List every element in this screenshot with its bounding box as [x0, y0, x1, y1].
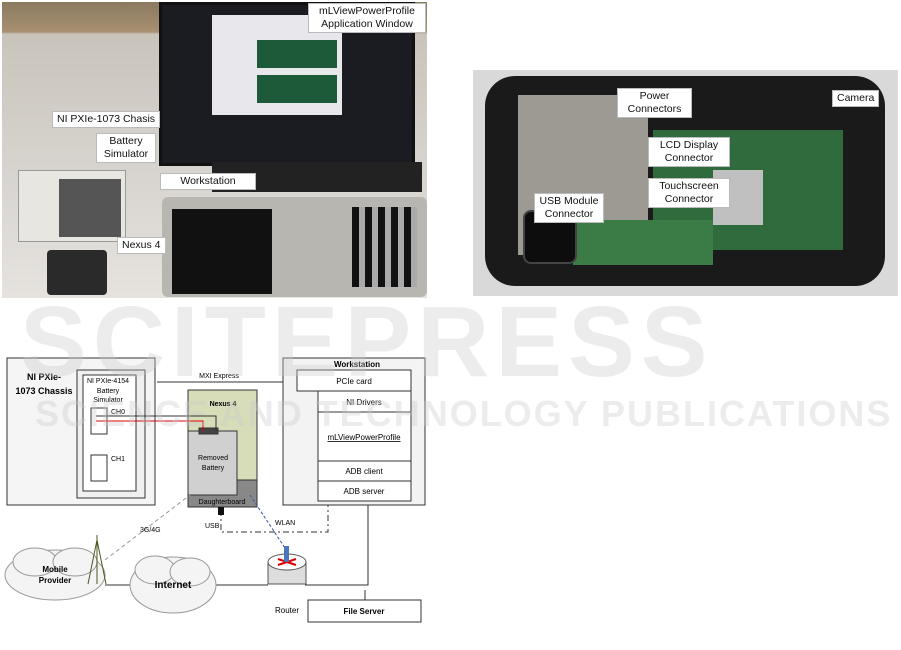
- battery-label-1: Removed: [198, 455, 228, 462]
- architecture-diagram: NI PXIe- 1073 Chassis NI PXIe-4154 Batte…: [4, 357, 426, 623]
- wlan-label: WLAN: [275, 520, 295, 527]
- label-lcd-connector: LCD Display Connector: [648, 137, 730, 167]
- mobile-provider-label-1: Mobile: [42, 565, 68, 574]
- stack-ni-drivers: NI Drivers: [346, 398, 382, 407]
- stack-adb-server: ADB server: [344, 487, 385, 496]
- label-nexus: Nexus 4: [117, 237, 166, 254]
- label-battery-simulator: Battery Simulator: [96, 133, 156, 163]
- label-power-connectors: Power Connectors: [617, 88, 692, 118]
- chassis-label-2: 1073 Chassis: [15, 386, 72, 396]
- simulator-label-1: NI PXIe-4154: [87, 378, 129, 385]
- usb-label: USB: [205, 523, 220, 530]
- mobile-provider-cloud: [4, 547, 106, 601]
- ch1-connector: [90, 454, 108, 482]
- workstation-tower: [162, 197, 427, 297]
- ch0-label: CH0: [111, 409, 125, 416]
- battery-simulator-box: [82, 374, 137, 492]
- label-camera: Camera: [832, 90, 880, 107]
- cellular-label: 3G/4G: [140, 527, 161, 534]
- workstation-label: Workstation: [334, 360, 380, 369]
- simulator-label-2: Battery: [97, 388, 120, 395]
- router-icon: [267, 546, 307, 585]
- simulator-label-3: Simulator: [93, 397, 123, 404]
- battery-label-2: Battery: [202, 465, 225, 472]
- chassis-label-1: NI PXIe-: [27, 372, 61, 382]
- stack-adb-client: ADB client: [345, 467, 383, 476]
- ch1-label: CH1: [111, 456, 125, 463]
- label-touchscreen-connector: Touchscreen Connector: [648, 178, 730, 208]
- stack-mlviewpowerprofile: mLViewPowerProfile: [327, 433, 401, 442]
- file-server-label: File Server: [344, 607, 385, 616]
- removed-battery: [187, 430, 238, 496]
- cell-tower-icon: [87, 535, 107, 585]
- label-usb-module-connector: USB Module Connector: [534, 193, 604, 223]
- mobile-provider-label-2: Provider: [39, 576, 71, 585]
- label-app-window: mLViewPowerProfile Application Window: [308, 3, 426, 33]
- daughterboard-label: Daughterboard: [199, 499, 246, 506]
- label-chassis: NI PXIe-1073 Chasis: [52, 111, 161, 128]
- pxie-chassis: [18, 170, 126, 242]
- nexus-phone: [47, 250, 107, 295]
- router-label: Router: [275, 606, 299, 615]
- mxi-express-label: MXI Express: [199, 373, 239, 380]
- internet-label: Internet: [155, 580, 192, 591]
- internet-cloud: [129, 555, 217, 614]
- label-workstation: Workstation: [160, 173, 256, 190]
- stack-pcie-card: PCIe card: [336, 377, 372, 386]
- nexus-label: Nexus 4: [210, 401, 237, 408]
- lab-setup-photo: [2, 2, 427, 298]
